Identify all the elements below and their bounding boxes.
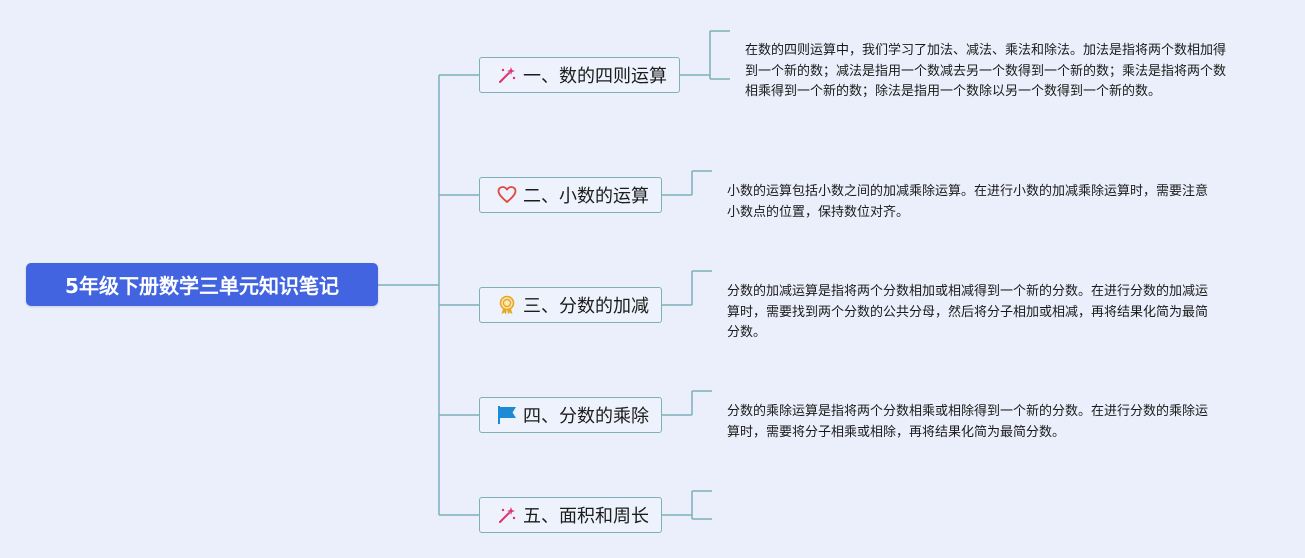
note-bracket-1	[680, 30, 730, 80]
topic-label: 二、小数的运算	[523, 186, 649, 207]
note-fraction-multiply-divide: 分数的乘除运算是指将两个分数相乘或相除得到一个新的分数。在进行分数的乘除运算时，…	[727, 404, 1209, 440]
topic-area-perimeter[interactable]: 五、面积和周长	[479, 497, 662, 533]
note-bracket-3	[662, 270, 712, 306]
note-bracket-5	[662, 490, 712, 520]
topic-decimal-operations[interactable]: 二、小数的运算	[479, 177, 662, 213]
note-four-operations: 在数的四则运算中，我们学习了加法、减法、乘法和除法。加法是指将两个数相加得到一个…	[745, 43, 1227, 99]
topic-label: 四、分数的乘除	[523, 406, 649, 427]
award-ribbon-icon	[497, 295, 517, 315]
heart-icon	[497, 185, 517, 205]
magic-wand-icon	[497, 505, 517, 525]
topic-four-operations[interactable]: 一、数的四则运算	[479, 57, 680, 93]
topic-label: 五、面积和周长	[523, 506, 649, 527]
topic-label: 三、分数的加减	[523, 296, 649, 317]
root-title: 5年级下册数学三单元知识笔记	[65, 274, 339, 298]
topic-label: 一、数的四则运算	[523, 66, 667, 87]
note-decimal-operations: 小数的运算包括小数之间的加减乘除运算。在进行小数的加减乘除运算时，需要注意小数点…	[727, 184, 1209, 220]
topic-fraction-multiply-divide[interactable]: 四、分数的乘除	[479, 397, 662, 433]
flag-icon	[497, 405, 517, 425]
root-topic[interactable]: 5年级下册数学三单元知识笔记	[26, 263, 378, 306]
note-bracket-2	[662, 170, 712, 196]
topic-fraction-add-subtract[interactable]: 三、分数的加减	[479, 287, 662, 323]
magic-wand-icon	[497, 65, 517, 85]
note-fraction-add-subtract: 分数的加减运算是指将两个分数相加或相减得到一个新的分数。在进行分数的加减运算时，…	[727, 284, 1209, 340]
note-bracket-4	[662, 390, 712, 416]
